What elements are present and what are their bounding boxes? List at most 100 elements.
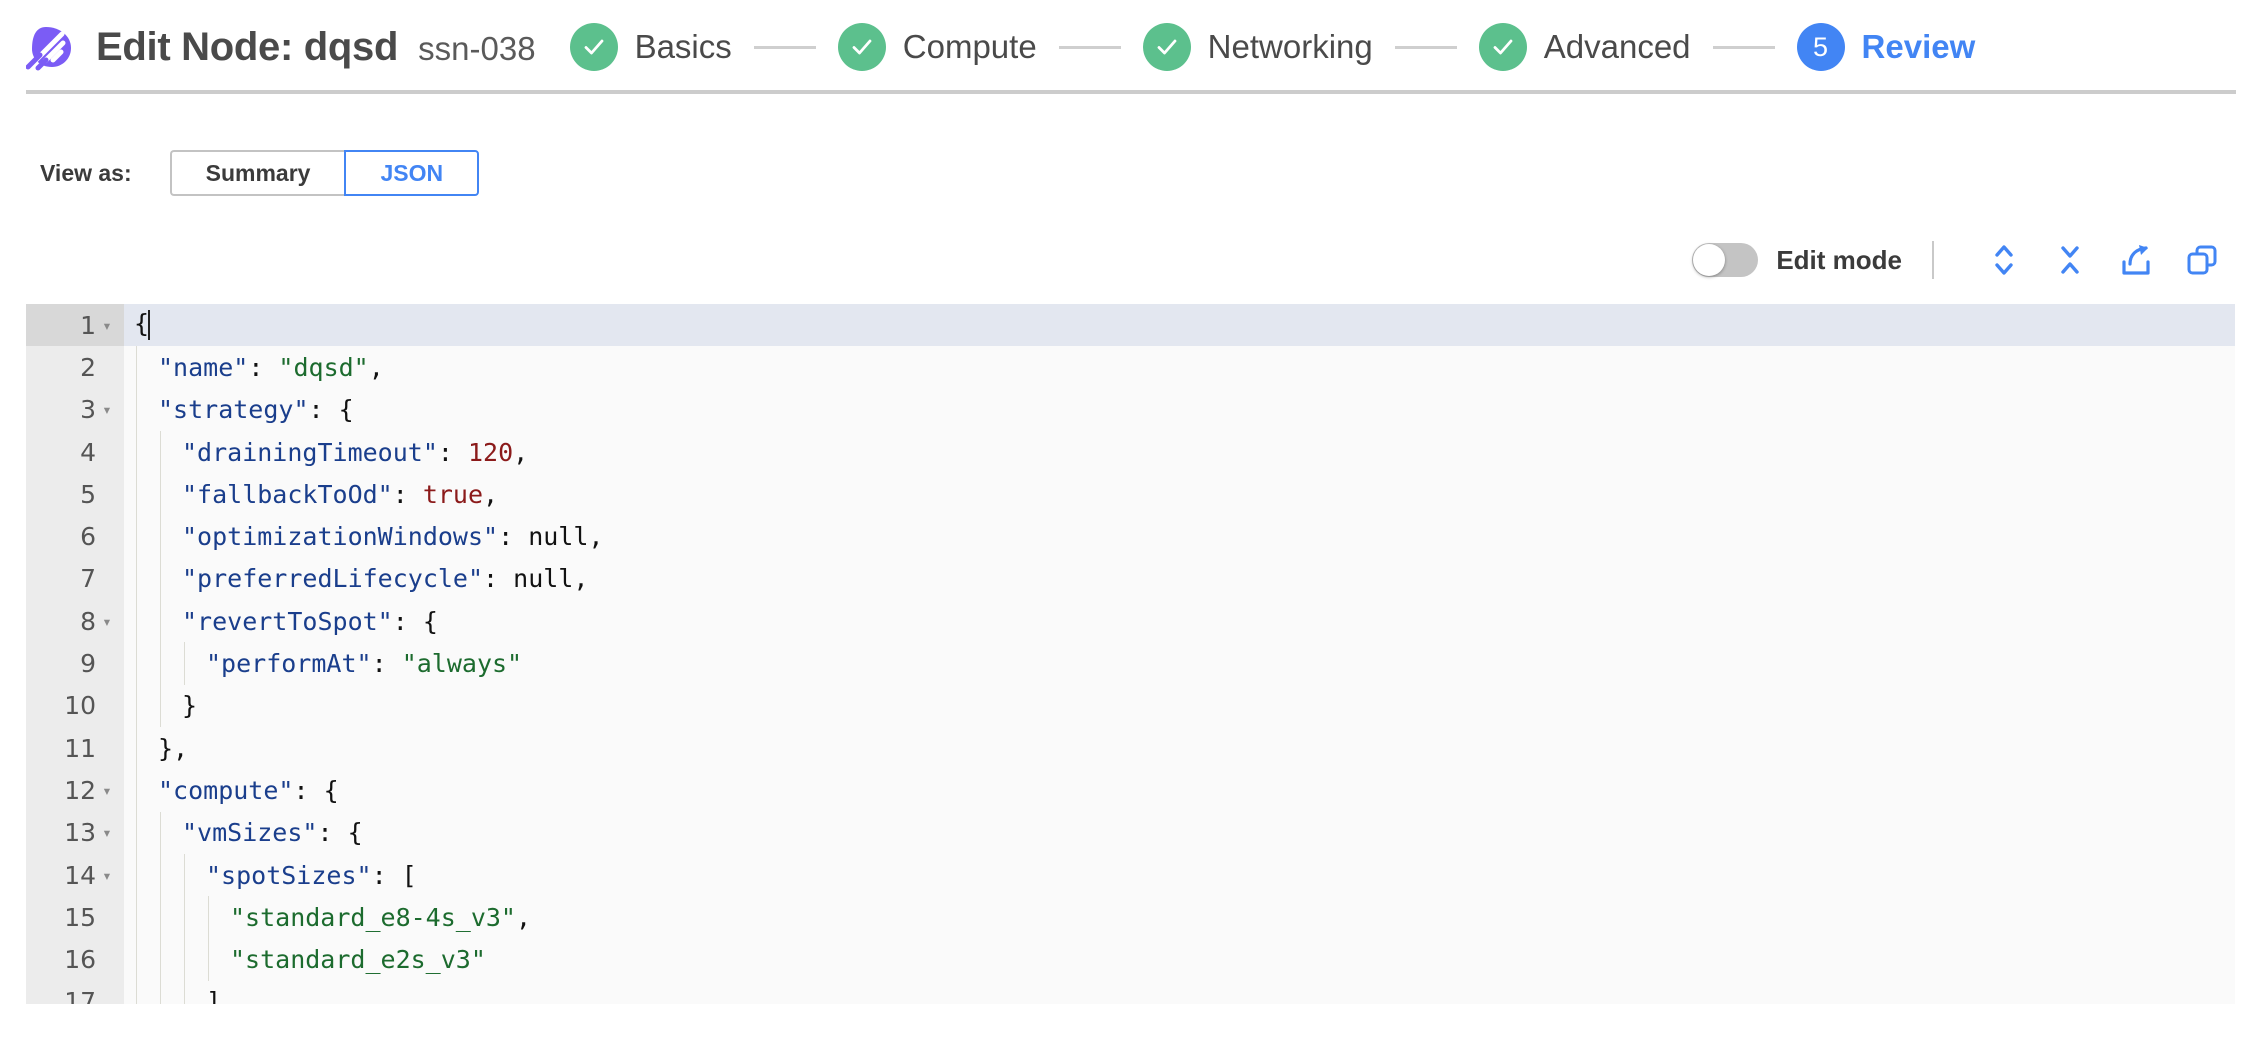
code-line-content[interactable]: ], (124, 980, 2235, 1004)
indent-guide (136, 811, 137, 854)
code-line-row[interactable]: 16▾"standard_e2s_v3" (26, 938, 2235, 981)
json-token-punc: , (588, 522, 604, 552)
indent-guide (160, 473, 161, 516)
code-line-row[interactable]: 8▾"revertToSpot": { (26, 600, 2235, 643)
copy-icon[interactable] (2180, 238, 2224, 282)
code-line-content[interactable]: "drainingTimeout": 120, (124, 430, 2235, 474)
code-line-row[interactable]: 2▾"name": "dqsd", (26, 346, 2235, 389)
fold-toggle-icon[interactable]: ▾ (102, 400, 112, 420)
header-divider (26, 90, 2236, 94)
json-token-key: "optimizationWindows" (182, 522, 499, 552)
stepper-item-compute[interactable]: Compute (837, 23, 1037, 71)
indent-guide (136, 642, 137, 685)
json-token-punc: { (134, 309, 150, 339)
code-line-row[interactable]: 13 ▾ "vmSizes": { (26, 811, 2235, 854)
json-token-punc: : { (308, 395, 354, 425)
stepper-item-networking[interactable]: Networking (1142, 23, 1373, 71)
step-connector (753, 45, 816, 49)
indent-guide (160, 684, 161, 727)
code-line-content[interactable]: "fallbackToOd": true, (124, 473, 2235, 516)
editor-gutter-cell: 5▾ (26, 473, 124, 516)
view-as-json-button[interactable]: JSON (344, 150, 480, 196)
code-line-content[interactable]: } (124, 684, 2235, 727)
spot-logo-icon (26, 23, 74, 71)
editor-gutter-cell: 10▾ (26, 684, 124, 727)
json-token-punc: , (573, 564, 589, 594)
code-line-content[interactable]: "standard_e8-4s_v3", (124, 896, 2235, 939)
fold-toggle-icon[interactable]: ▾ (102, 780, 112, 800)
code-line-row[interactable]: 4▾"drainingTimeout": 120, (26, 430, 2235, 474)
code-line-row[interactable]: 11▾}, (26, 726, 2235, 770)
code-line-content[interactable]: "spotSizes": [ (124, 853, 2235, 897)
json-token-punc: }, (158, 733, 189, 763)
fold-toggle-icon[interactable]: ▾ (102, 823, 112, 843)
line-number: 12 (64, 775, 96, 805)
line-number: 6 (80, 522, 96, 552)
collapse-all-icon[interactable] (2048, 238, 2092, 282)
editor-gutter-cell: 14▾ (26, 853, 124, 897)
code-tokens: "drainingTimeout": 120, (134, 440, 528, 465)
stepper-item-basics[interactable]: Basics (569, 23, 732, 71)
json-token-punc: ], (206, 987, 237, 1004)
check-glyph (584, 39, 603, 55)
code-line-row[interactable]: 5▾"fallbackToOd": true, (26, 473, 2235, 516)
edit-mode-toggle[interactable] (1692, 243, 1759, 277)
indent-guide (160, 896, 161, 939)
code-line-row[interactable]: 7▾"preferredLifecycle": null, (26, 557, 2235, 601)
code-line-content[interactable]: "preferredLifecycle": null, (124, 557, 2235, 601)
json-token-key: "vmSizes" (182, 818, 318, 848)
code-line-content[interactable]: "compute": { (124, 769, 2235, 812)
code-line-content[interactable]: "name": "dqsd", (124, 346, 2235, 389)
export-icon[interactable] (2114, 238, 2158, 282)
code-line-row[interactable]: 15▾"standard_e8-4s_v3", (26, 896, 2235, 939)
code-line-content[interactable]: }, (124, 726, 2235, 770)
indent-guide (136, 896, 137, 939)
code-tokens: "optimizationWindows": null, (134, 524, 603, 549)
view-as-row: View as: Summary JSON (0, 94, 2250, 196)
code-line-row[interactable]: 3▾"strategy": { (26, 388, 2235, 431)
code-line-row[interactable]: 1▾ { (26, 304, 2235, 347)
page-title: Edit Node: dqsd (96, 24, 399, 69)
fold-toggle-icon[interactable]: ▾ (102, 611, 112, 631)
code-line-row[interactable]: 6▾"optimizationWindows": null, (26, 515, 2235, 558)
editor-toolbar: Edit mode (0, 196, 2250, 282)
code-line-row[interactable]: 14▾ "spotSizes": [ (26, 853, 2235, 897)
code-line-content[interactable]: "standard_e2s_v3" (124, 938, 2235, 981)
line-number: 5 (80, 479, 96, 509)
code-line-content[interactable]: "performAt": "always" (124, 642, 2235, 685)
json-editor[interactable]: 1▾{2▾"name": "dqsd",3▾"strategy": {4▾"dr… (26, 304, 2235, 1004)
view-as-summary-button[interactable]: Summary (169, 150, 345, 196)
indent-guide (136, 938, 137, 981)
edit-mode-toggle-knob (1693, 244, 1726, 276)
fold-toggle-icon[interactable]: ▾ (102, 315, 112, 335)
editor-gutter-cell: 13 ▾ (26, 811, 124, 854)
code-line-row[interactable]: 9▾"performAt": "always" (26, 642, 2235, 685)
line-number: 13 (64, 818, 96, 848)
code-tokens: "spotSizes": [ (134, 863, 417, 888)
step-connector (1394, 45, 1457, 49)
code-line-row[interactable]: 12 ▾ "compute": { (26, 769, 2235, 812)
code-line-content[interactable]: "revertToSpot": { (124, 600, 2235, 643)
line-number: 4 (80, 437, 96, 467)
code-line-content[interactable]: "vmSizes": { (124, 811, 2235, 854)
indent-guide (136, 726, 137, 770)
code-line-row[interactable]: 10▾} (26, 684, 2235, 727)
json-token-punc: : [ (371, 860, 417, 890)
code-line-content[interactable]: "strategy": { (124, 388, 2235, 431)
stepper-item-advanced[interactable]: Advanced (1478, 23, 1691, 71)
line-number: 10 (64, 691, 96, 721)
json-token-key: "preferredLifecycle" (182, 564, 484, 594)
code-line-content[interactable]: { (124, 304, 2235, 347)
editor-gutter-cell: 1▾ (26, 304, 124, 347)
fold-toggle-icon[interactable]: ▾ (102, 865, 112, 885)
view-as-toggle-group[interactable]: Summary JSON (169, 150, 480, 196)
expand-all-icon[interactable] (1982, 238, 2026, 282)
code-line-content[interactable]: "optimizationWindows": null, (124, 515, 2235, 558)
editor-gutter-cell: 8▾ (26, 600, 124, 643)
json-token-string: "always" (401, 649, 523, 679)
json-token-key: "compute" (158, 775, 294, 805)
code-line-row[interactable]: 17▾], (26, 980, 2235, 1004)
editor-gutter-cell: 17▾ (26, 980, 124, 1004)
